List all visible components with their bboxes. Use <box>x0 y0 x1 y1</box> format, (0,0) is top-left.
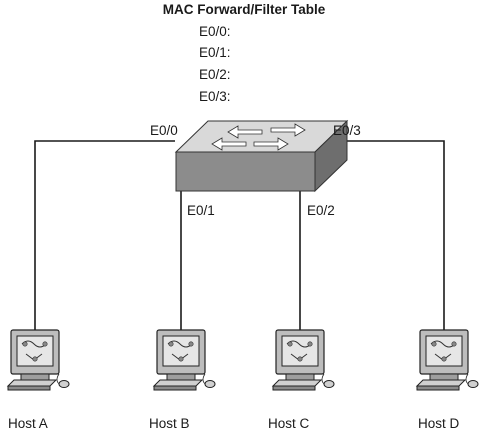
switch-icon <box>174 119 349 193</box>
mac-table-title: MAC Forward/Filter Table <box>162 2 326 17</box>
computer-icon-host-d <box>415 329 479 391</box>
cable-host-a <box>34 140 175 330</box>
computer-icon-host-b <box>152 329 216 391</box>
host-label-b: Host B <box>149 416 190 431</box>
host-label-a: Host A <box>8 416 48 431</box>
mac-entry-e0-3: E0/3: <box>199 89 231 104</box>
port-label-e0-1: E0/1 <box>187 203 215 218</box>
cable-host-d <box>315 140 445 330</box>
computer-icon-host-c <box>271 329 335 391</box>
host-label-c: Host C <box>268 416 310 431</box>
mac-entry-e0-1: E0/1: <box>199 45 231 60</box>
port-label-e0-2: E0/2 <box>307 203 335 218</box>
computer-icon-host-a <box>6 329 70 391</box>
mac-entry-e0-0: E0/0: <box>199 24 231 39</box>
mac-entry-e0-2: E0/2: <box>199 67 231 82</box>
port-label-e0-0: E0/0 <box>150 123 178 138</box>
port-label-e0-3: E0/3 <box>333 123 361 138</box>
host-label-d: Host D <box>418 416 460 431</box>
